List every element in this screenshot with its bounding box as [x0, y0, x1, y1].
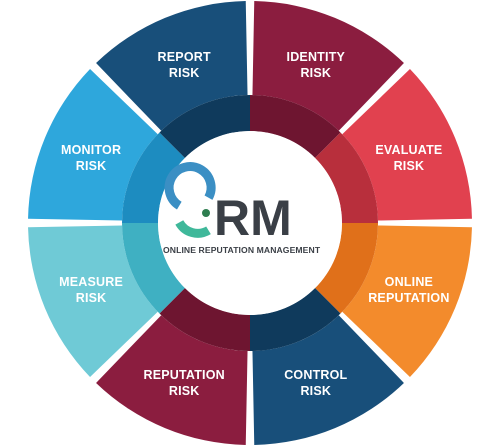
segment-label: MONITOR RISK	[61, 143, 121, 173]
segment-label-line2: REPUTATION	[368, 291, 449, 305]
segment-identity-risk	[252, 1, 404, 131]
segment-monitor-risk	[28, 69, 158, 221]
segment-label-line1: REPORT	[158, 50, 211, 64]
segment-label: EVALUATE RISK	[375, 143, 442, 173]
segment-label-line2: RISK	[394, 159, 425, 173]
inner-ring-band	[122, 132, 185, 223]
inner-ring-layer	[122, 94, 378, 351]
inner-ring-band	[159, 288, 250, 351]
logo-c-dot	[202, 209, 210, 217]
inner-ring-band	[159, 95, 250, 158]
segment-label-line2: RISK	[76, 159, 107, 173]
segment-label: MEASURE RISK	[59, 275, 123, 305]
orm-logo: RM ONLINE REPUTATION MANAGEMENT	[163, 162, 321, 255]
segment-control-risk	[252, 315, 404, 445]
segment-label-line1: REPUTATION	[143, 368, 224, 382]
segment-label-line2: RISK	[300, 66, 331, 80]
inner-ring-band	[250, 94, 341, 158]
logo-c-top-arc	[164, 162, 216, 210]
segment-label-line2: RISK	[76, 291, 107, 305]
segment-label-line1: EVALUATE	[375, 143, 442, 157]
segment-label: CONTROL RISK	[284, 368, 347, 398]
logo-c-bottom-arc	[175, 219, 211, 238]
logo-letters: RM	[214, 190, 292, 246]
segment-label: ONLINE REPUTATION	[368, 275, 449, 305]
segment-label-line1: MEASURE	[59, 275, 123, 289]
segment-label-line2: RISK	[169, 66, 200, 80]
segment-label-line1: MONITOR	[61, 143, 121, 157]
segment-evaluate-risk	[342, 69, 472, 221]
segment-label-line2: RISK	[169, 384, 200, 398]
segment-label-line1: IDENTITY	[287, 50, 346, 64]
inner-ring-band	[122, 223, 185, 314]
segment-online-reputation	[342, 225, 472, 377]
logo-c-icon	[164, 162, 216, 238]
segments-layer	[28, 1, 472, 445]
segment-label-line2: RISK	[300, 384, 331, 398]
segment-report-risk	[96, 1, 248, 131]
inner-ring-band	[315, 132, 378, 223]
segment-measure-risk	[28, 225, 158, 377]
inner-ring-band	[250, 288, 341, 351]
segment-label: REPUTATION RISK	[143, 368, 224, 398]
labels-layer: IDENTITY RISK EVALUATE RISK ONLINE REPUTATION…	[59, 50, 449, 398]
segment-label: REPORT RISK	[158, 50, 211, 80]
logo-subtitle: ONLINE REPUTATION MANAGEMENT	[163, 245, 321, 255]
segment-label-line1: CONTROL	[284, 368, 347, 382]
segment-label-line1: ONLINE	[385, 275, 433, 289]
segment-label: IDENTITY RISK	[287, 50, 346, 80]
segment-reputation-risk	[96, 315, 248, 445]
inner-ring-band	[315, 223, 378, 314]
